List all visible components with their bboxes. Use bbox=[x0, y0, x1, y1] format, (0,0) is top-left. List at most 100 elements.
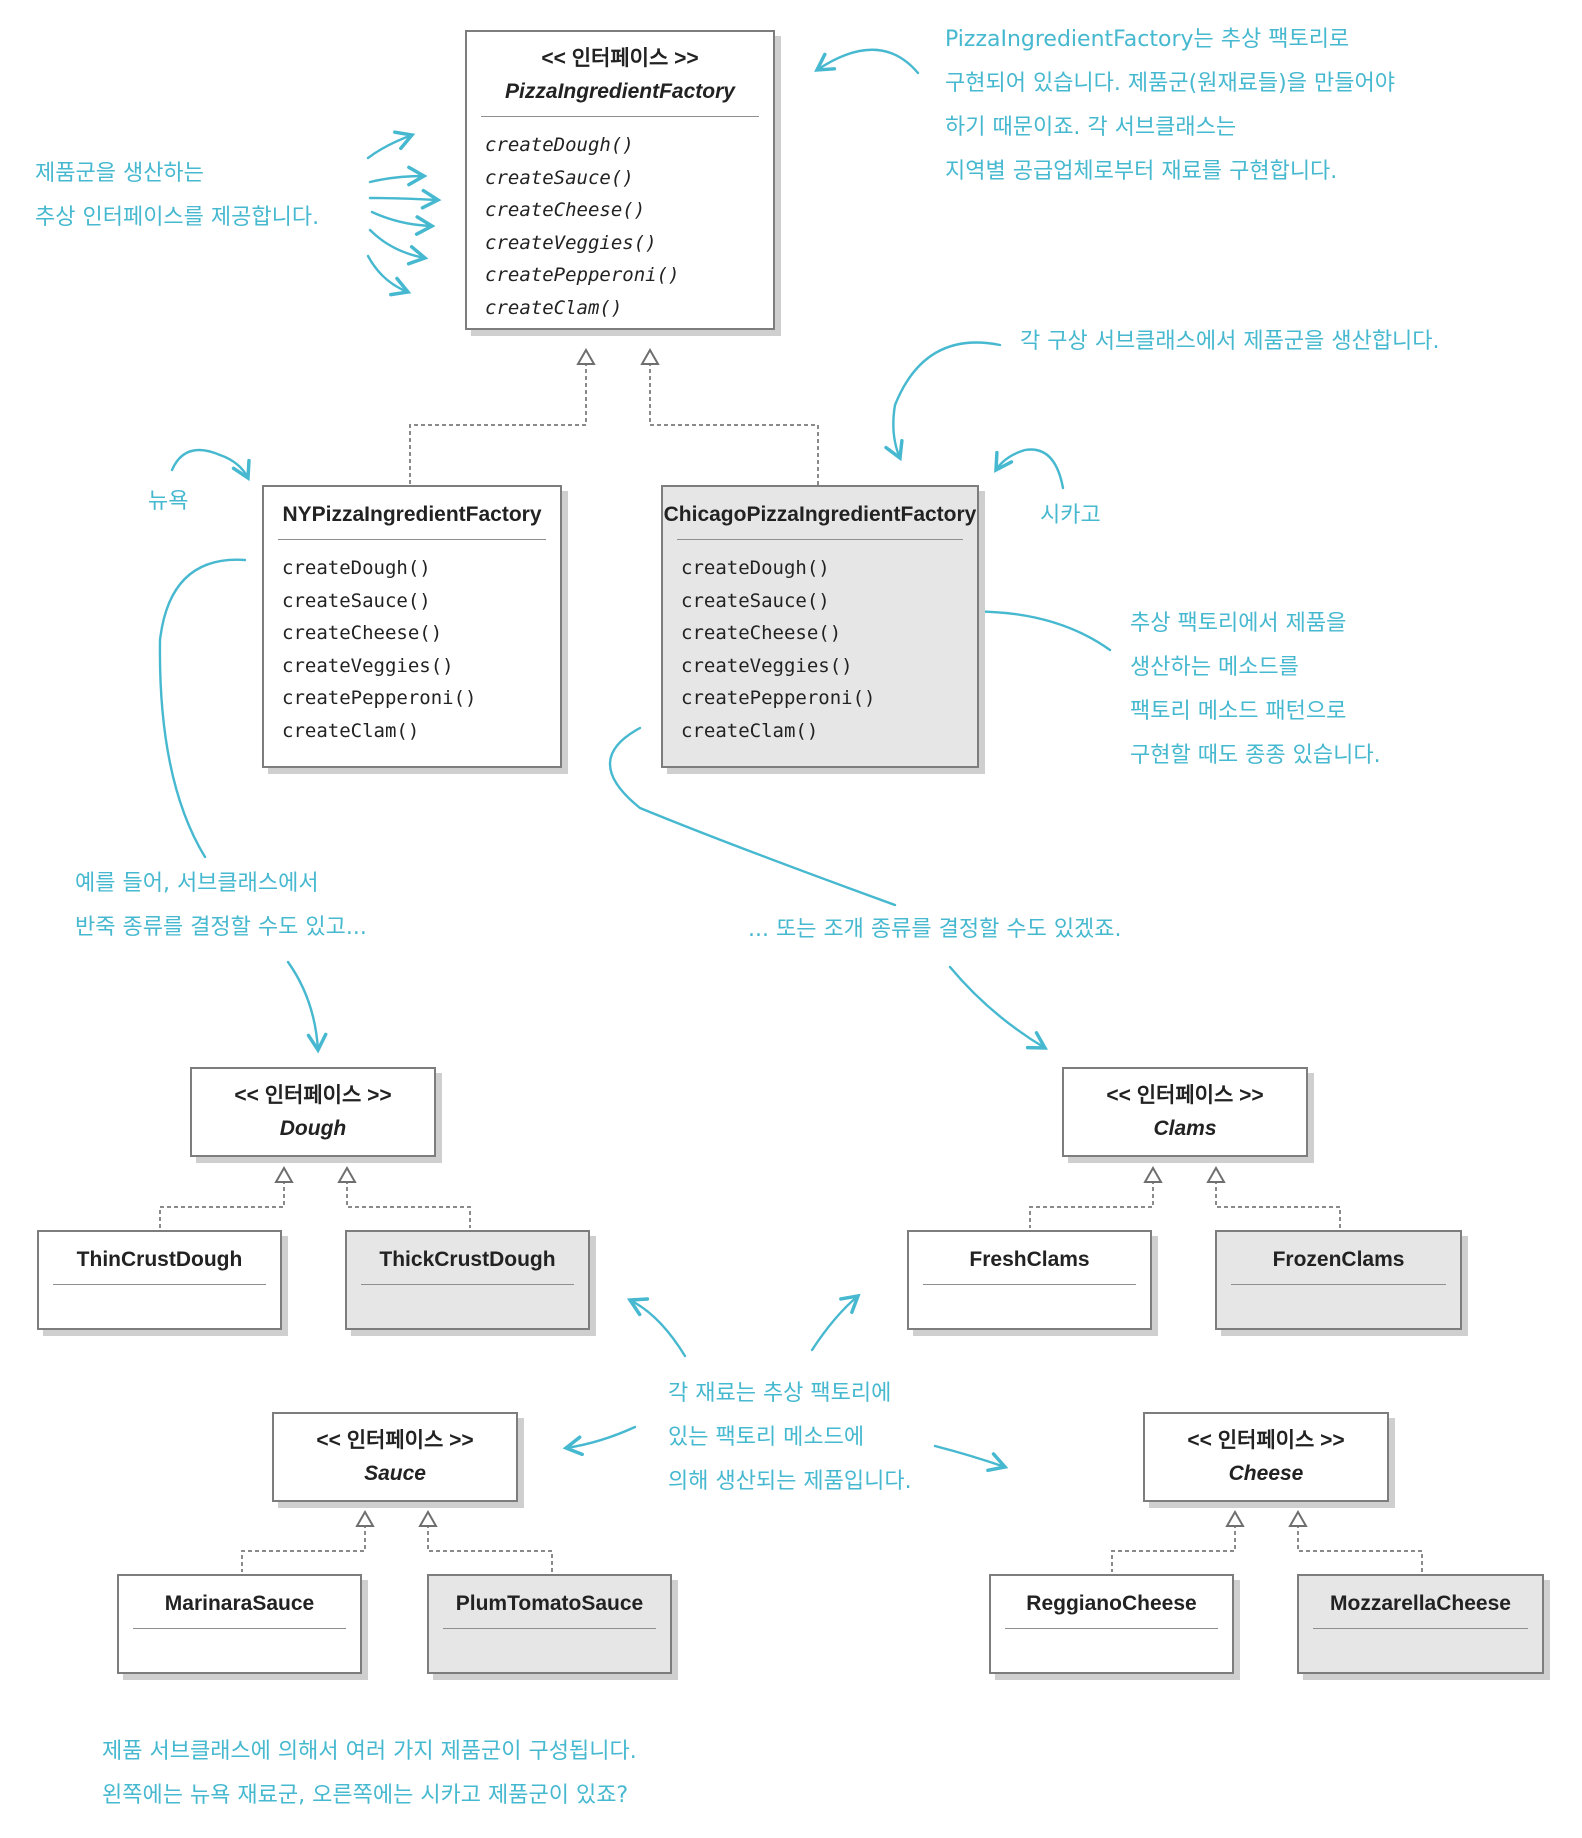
note-product-families: 제품 서브클래스에 의해서 여러 가지 제품군이 구성됩니다. 왼쪽에는 뉴욕 … bbox=[102, 1730, 637, 1818]
divider bbox=[1005, 1628, 1218, 1629]
method: createDough() bbox=[681, 557, 830, 579]
method: createDough() bbox=[282, 557, 431, 579]
method: createVeggies() bbox=[681, 654, 853, 677]
class-name: Clams bbox=[1153, 1117, 1217, 1140]
divider bbox=[1313, 1628, 1528, 1629]
marinara-sauce-box: MarinaraSauce bbox=[117, 1574, 362, 1674]
chicago-factory-box: ChicagoPizzaIngredientFactory createDoug… bbox=[661, 485, 979, 768]
note-line: 반죽 종류를 결정할 수도 있고... bbox=[75, 915, 367, 940]
arrow-fan-3 bbox=[368, 188, 442, 210]
class-name: ChicagoPizzaIngredientFactory bbox=[663, 503, 977, 526]
curve-ny-to-left-note bbox=[158, 558, 247, 859]
stereotype-label: << 인터페이스 >> bbox=[316, 1429, 474, 1452]
mozzarella-cheese-box: MozzarellaCheese bbox=[1297, 1574, 1544, 1674]
arrow-fan-6 bbox=[366, 254, 412, 297]
arrow-ny-label bbox=[170, 448, 251, 482]
thin-crust-dough-box: ThinCrustDough bbox=[37, 1230, 282, 1330]
thick-crust-dough-box: ThickCrustDough bbox=[345, 1230, 590, 1330]
class-name: FreshClams bbox=[969, 1248, 1090, 1271]
note-ny-label: 뉴욕 bbox=[148, 489, 189, 514]
method: createDough() bbox=[485, 134, 634, 156]
note-example-dough: 예를 들어, 서브클래스에서 반죽 종류를 결정할 수도 있고... bbox=[75, 862, 367, 950]
method: createClam() bbox=[681, 719, 819, 742]
method: createSauce() bbox=[681, 589, 830, 612]
arrow-to-cheese bbox=[933, 1444, 1009, 1472]
divider bbox=[443, 1628, 656, 1629]
method-list: createDough() createSauce() createCheese… bbox=[264, 540, 560, 747]
arrow-fan-5 bbox=[368, 228, 429, 266]
stereotype-label: << 인터페이스 >> bbox=[541, 47, 699, 70]
note-abstract-factory: PizzaIngredientFactory는 추상 팩토리로 구현되어 있습니… bbox=[945, 18, 1395, 194]
note-line: 팩토리 메소드 패턴으로 bbox=[1130, 699, 1347, 724]
note-product-family-interface: 제품군을 생산하는 추상 인터페이스를 제공합니다. bbox=[35, 152, 319, 240]
divider bbox=[1231, 1284, 1446, 1285]
arrow-fan-1 bbox=[366, 130, 416, 160]
arrow-fan-4 bbox=[370, 210, 436, 236]
method: createClam() bbox=[485, 296, 623, 319]
method-list: createDough() createSauce() createCheese… bbox=[663, 540, 977, 747]
arrow-to-abstract-factory bbox=[814, 48, 920, 75]
curve-chicago-to-right-note bbox=[608, 726, 897, 907]
stereotype-label: << 인터페이스 >> bbox=[1106, 1084, 1264, 1107]
note-concrete-subclasses: 각 구상 서브클래스에서 제품군을 생산합니다. bbox=[1020, 329, 1440, 354]
note-chicago-label: 시카고 bbox=[1040, 503, 1101, 528]
fresh-clams-box: FreshClams bbox=[907, 1230, 1152, 1330]
arrow-left-note-to-dough bbox=[286, 960, 328, 1054]
inheritance-connectors bbox=[159, 362, 1423, 1572]
class-name: NYPizzaIngredientFactory bbox=[282, 503, 542, 526]
note-line: 왼쪽에는 뉴욕 재료군, 오른쪽에는 시카고 제품군이 있죠? bbox=[102, 1783, 629, 1808]
cheese-interface-box: << 인터페이스 >> Cheese bbox=[1143, 1412, 1389, 1502]
method: createCheese() bbox=[282, 622, 443, 644]
stereotype-label: << 인터페이스 >> bbox=[1187, 1429, 1345, 1452]
note-line: PizzaIngredientFactory는 추상 팩토리로 bbox=[945, 27, 1350, 52]
note-line: 의해 생산되는 제품입니다. bbox=[668, 1469, 912, 1494]
arrow-to-sauce bbox=[562, 1425, 637, 1457]
class-name: Cheese bbox=[1228, 1462, 1304, 1485]
stereotype-label: << 인터페이스 >> bbox=[234, 1084, 392, 1107]
class-name: Dough bbox=[279, 1117, 347, 1140]
divider bbox=[361, 1284, 574, 1285]
class-name: Sauce bbox=[364, 1462, 426, 1485]
arrow-chicago-label bbox=[994, 448, 1065, 490]
note-line: 예를 들어, 서브클래스에서 bbox=[75, 871, 319, 896]
divider bbox=[278, 539, 546, 540]
note-example-clams: ... 또는 조개 종류를 결정할 수도 있겠죠. bbox=[748, 917, 1122, 942]
method: createVeggies() bbox=[282, 654, 454, 677]
class-name: ReggianoCheese bbox=[1026, 1592, 1197, 1615]
method: createPepperoni() bbox=[485, 264, 680, 286]
method: createSauce() bbox=[485, 166, 634, 189]
note-factory-method: 추상 팩토리에서 제품을 생산하는 메소드를 팩토리 메소드 패턴으로 구현할 … bbox=[1130, 602, 1381, 778]
ny-factory-box: NYPizzaIngredientFactory createDough() c… bbox=[262, 485, 562, 768]
method-list: createDough() createSauce() createCheese… bbox=[467, 117, 773, 324]
note-line: 제품 서브클래스에 의해서 여러 가지 제품군이 구성됩니다. bbox=[102, 1739, 637, 1764]
note-line: 하기 때문이죠. 각 서브클래스는 bbox=[945, 115, 1237, 140]
class-name: PizzaIngredientFactory bbox=[505, 80, 735, 103]
note-line: 추상 인터페이스를 제공합니다. bbox=[35, 205, 320, 230]
arrow-right-note-to-clams bbox=[948, 965, 1048, 1050]
method: createCheese() bbox=[681, 622, 842, 644]
arrow-to-thickcrust bbox=[626, 1297, 687, 1358]
class-name: PlumTomatoSauce bbox=[455, 1592, 644, 1615]
note-line: 생산하는 메소드를 bbox=[1130, 655, 1299, 680]
frozen-clams-box: FrozenClams bbox=[1215, 1230, 1462, 1330]
reggiano-cheese-box: ReggianoCheese bbox=[989, 1574, 1234, 1674]
divider bbox=[481, 116, 759, 117]
note-line: 구현할 때도 종종 있습니다. bbox=[1130, 743, 1381, 768]
method: createPepperoni() bbox=[681, 687, 876, 709]
plum-tomato-sauce-box: PlumTomatoSauce bbox=[427, 1574, 672, 1674]
note-line: 지역별 공급업체로부터 재료를 구현합니다. bbox=[945, 159, 1338, 184]
class-name: ThinCrustDough bbox=[76, 1248, 243, 1271]
note-line: 추상 팩토리에서 제품을 bbox=[1130, 611, 1347, 636]
method: createCheese() bbox=[485, 199, 646, 221]
divider bbox=[923, 1284, 1136, 1285]
class-name: FrozenClams bbox=[1272, 1248, 1405, 1271]
arrow-to-freshclams bbox=[810, 1293, 861, 1352]
class-name: MarinaraSauce bbox=[164, 1592, 315, 1615]
note-each-product: 각 재료는 추상 팩토리에 있는 팩토리 메소드에 의해 생산되는 제품입니다. bbox=[668, 1372, 912, 1504]
method: createPepperoni() bbox=[282, 687, 477, 709]
note-line: 각 재료는 추상 팩토리에 bbox=[668, 1381, 892, 1406]
note-line: 있는 팩토리 메소드에 bbox=[668, 1425, 865, 1450]
method: createSauce() bbox=[282, 589, 431, 612]
method: createVeggies() bbox=[485, 231, 657, 254]
